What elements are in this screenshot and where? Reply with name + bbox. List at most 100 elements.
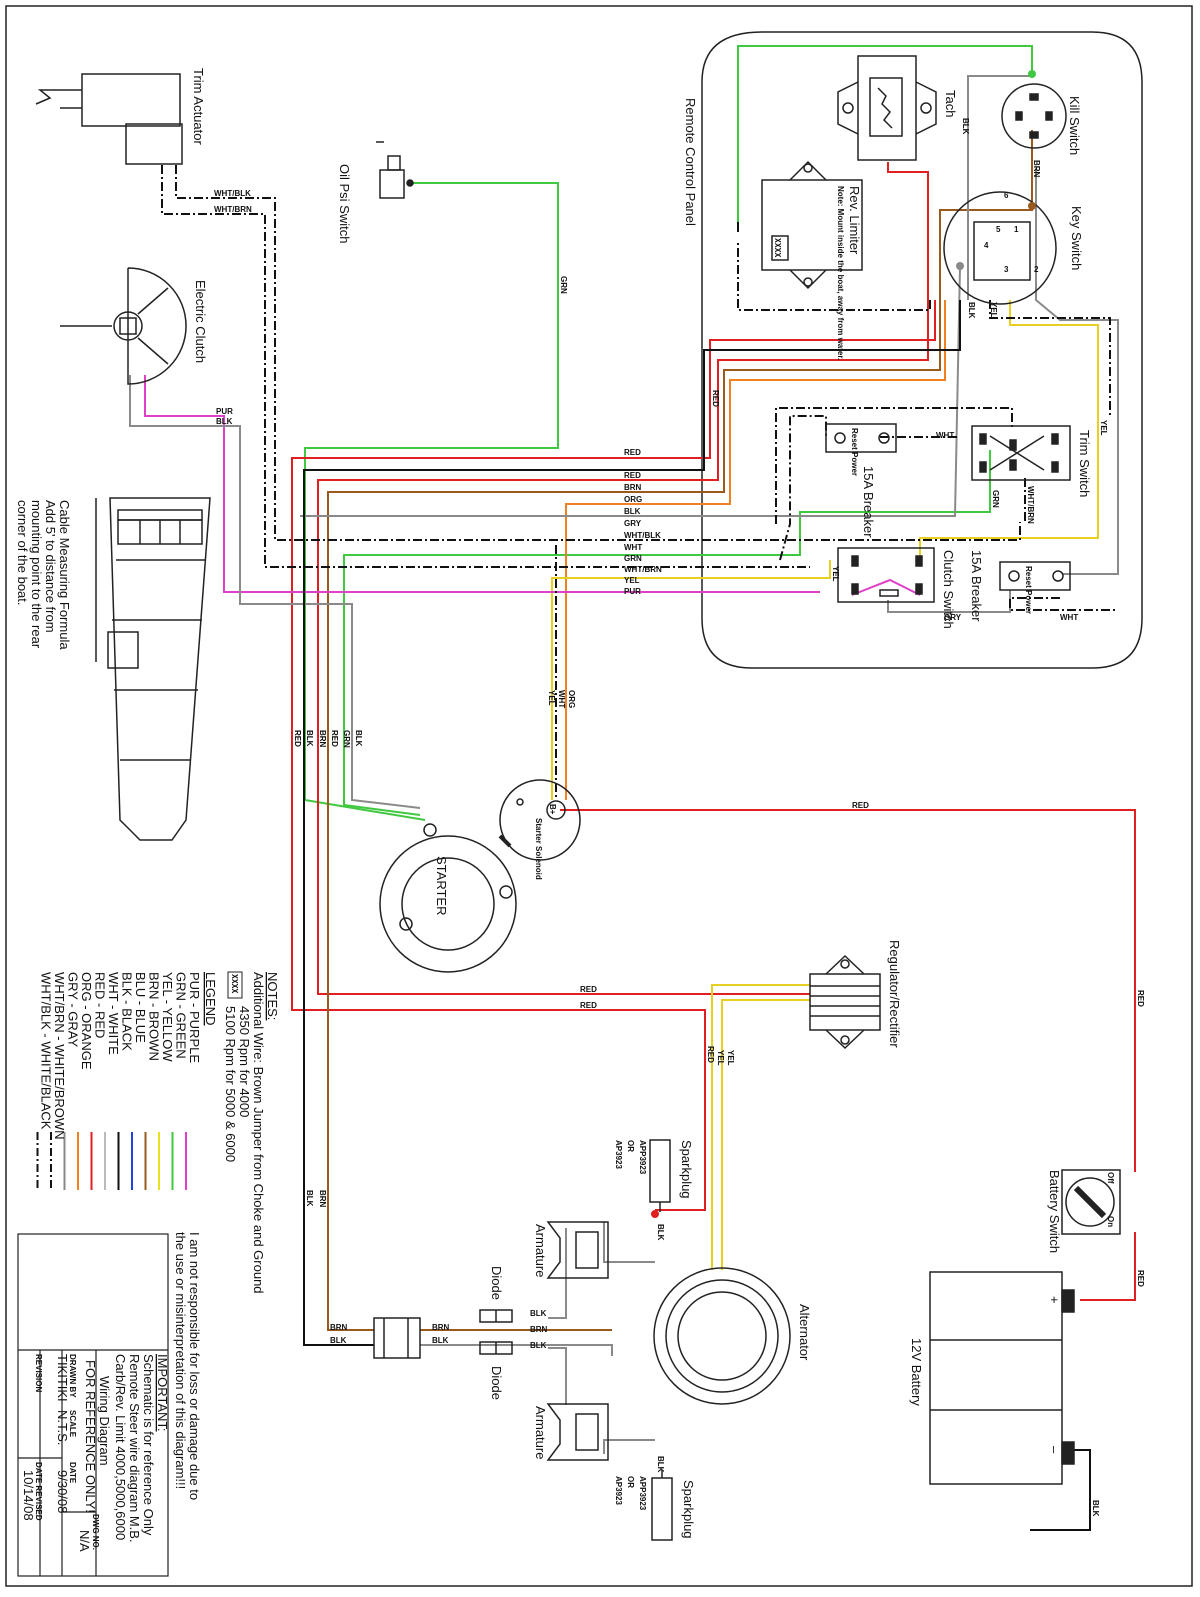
tach bbox=[837, 55, 937, 161]
svg-text:Reset Power: Reset Power bbox=[850, 428, 859, 476]
starter-label: STARTER bbox=[434, 856, 449, 915]
wire-wht-key bbox=[989, 300, 1111, 418]
wire-red-tach bbox=[317, 162, 929, 995]
cable-formula: Cable Measuring Formula Add 5' to distan… bbox=[15, 500, 72, 650]
armature-bottom bbox=[546, 1403, 609, 1461]
wire-yel-key bbox=[919, 300, 1099, 562]
clutch-switch bbox=[837, 547, 935, 603]
svg-text:10/14/08: 10/14/08 bbox=[21, 1470, 36, 1521]
legend-item: YEL - YELLOW bbox=[160, 972, 175, 1062]
remote-panel-label: Remote Control Panel bbox=[683, 98, 698, 226]
svg-text:OR: OR bbox=[626, 1140, 635, 1152]
svg-text:BRN: BRN bbox=[1032, 160, 1041, 178]
kill-switch-label: Kill Switch bbox=[1067, 96, 1082, 155]
svg-text:4350 Rpm for 4000: 4350 Rpm for 4000 bbox=[237, 1006, 252, 1117]
boat-outline bbox=[95, 497, 211, 841]
armature-top bbox=[546, 1221, 609, 1279]
svg-text:WHT: WHT bbox=[936, 431, 954, 440]
wire-red-main bbox=[291, 300, 936, 1211]
svg-text:BLK: BLK bbox=[1091, 1500, 1100, 1517]
svg-text:BRN: BRN bbox=[530, 1325, 548, 1334]
svg-text:WHT: WHT bbox=[624, 543, 642, 552]
svg-text:Additional Wire: Brown Jumper: Additional Wire: Brown Jumper from Choke… bbox=[251, 972, 266, 1294]
svg-text:BLK: BLK bbox=[967, 302, 976, 319]
title-block-text: IMPORTANT: Schematic is for reference On… bbox=[21, 1354, 170, 1552]
legend-item: RED - RED bbox=[93, 972, 108, 1038]
svg-text:WHT/BRN: WHT/BRN bbox=[214, 205, 252, 214]
svg-text:APP3923: APP3923 bbox=[638, 1476, 647, 1511]
wire-gry-d2 bbox=[548, 1347, 567, 1405]
breaker-top bbox=[825, 423, 897, 453]
svg-text:WHT/BLK: WHT/BLK bbox=[214, 189, 251, 198]
svg-text:WHT/BRN: WHT/BRN bbox=[624, 565, 662, 574]
svg-text:2: 2 bbox=[1034, 265, 1039, 274]
svg-text:+: + bbox=[1047, 1296, 1062, 1304]
svg-text:RED: RED bbox=[624, 448, 641, 457]
svg-text:N.T.S.: N.T.S. bbox=[55, 1410, 70, 1445]
svg-text:YEL: YEL bbox=[989, 302, 998, 318]
wire-red-battery bbox=[560, 809, 1136, 1172]
trim-switch bbox=[971, 425, 1071, 481]
svg-text:BLK: BLK bbox=[305, 730, 314, 747]
svg-text:BRN: BRN bbox=[624, 483, 642, 492]
key-switch bbox=[943, 191, 1057, 305]
trim-actuator-label: Trim Actuator bbox=[191, 68, 206, 145]
svg-text:GRN: GRN bbox=[624, 554, 642, 563]
legend-item: BLK - BLACK bbox=[120, 972, 135, 1051]
svg-text:Reset Power: Reset Power bbox=[1024, 566, 1033, 614]
tach-label: Tach bbox=[943, 90, 958, 117]
svg-text:FOR REFERENCE ONLY!: FOR REFERENCE ONLY! bbox=[83, 1360, 98, 1513]
trim-switch-label: Trim Switch bbox=[1077, 430, 1092, 497]
svg-text:Add 5' to distance from: Add 5' to distance from bbox=[43, 500, 58, 633]
svg-text:BRN: BRN bbox=[432, 1323, 450, 1332]
svg-text:YEL: YEL bbox=[1099, 420, 1108, 436]
svg-text:Wiring Diagram: Wiring Diagram bbox=[97, 1376, 112, 1466]
svg-text:TIKITIKI: TIKITIKI bbox=[55, 1354, 70, 1402]
svg-text:REVISION: REVISION bbox=[34, 1354, 43, 1392]
wire-wht-rev bbox=[737, 240, 931, 311]
battery bbox=[929, 1271, 1075, 1485]
svg-text:GRY: GRY bbox=[624, 519, 642, 528]
svg-text:BLK: BLK bbox=[432, 1336, 449, 1345]
wire-grn-oil bbox=[304, 182, 559, 821]
svg-text:WHT/BRN: WHT/BRN bbox=[1026, 486, 1035, 524]
breaker-bottom bbox=[999, 561, 1071, 591]
battery-switch-label: Battery Switch bbox=[1047, 1170, 1062, 1253]
svg-text:WHT: WHT bbox=[1060, 613, 1078, 622]
svg-text:BLK: BLK bbox=[656, 1456, 665, 1473]
svg-text:–: – bbox=[1047, 1446, 1062, 1454]
wire-gry-armature-2 bbox=[603, 1439, 655, 1454]
svg-text:3: 3 bbox=[1004, 265, 1009, 274]
svg-text:Sparkplug: Sparkplug bbox=[679, 1140, 694, 1199]
svg-text:AP3923: AP3923 bbox=[614, 1476, 623, 1505]
svg-text:LEGEND: LEGEND bbox=[203, 972, 218, 1025]
svg-text:YEL: YEL bbox=[716, 1050, 725, 1066]
legend-item: WHT/BRN - WHITE/BROWN bbox=[52, 972, 67, 1140]
wire-yel-solenoid bbox=[551, 560, 831, 800]
title-block bbox=[17, 1233, 169, 1577]
svg-text:SCALE: SCALE bbox=[68, 1410, 77, 1438]
svg-text:RED: RED bbox=[624, 471, 641, 480]
diodes bbox=[373, 1309, 513, 1359]
svg-text:ORG: ORG bbox=[567, 690, 576, 708]
rev-limiter-code: XXXX bbox=[773, 238, 782, 257]
key-pins: 6 1 5 4 3 2 bbox=[984, 191, 1039, 274]
wire-org bbox=[565, 300, 946, 800]
svg-text:WHT: WHT bbox=[557, 690, 566, 708]
clutch-switch-label: Clutch Switch bbox=[941, 550, 956, 629]
svg-text:XXXX: XXXX bbox=[230, 974, 239, 993]
wire-whtbrn bbox=[161, 165, 810, 568]
svg-text:BLK: BLK bbox=[330, 1336, 347, 1345]
svg-text:I am not responsible for loss: I am not responsible for loss or damage … bbox=[187, 1232, 202, 1500]
svg-text:RED: RED bbox=[706, 1046, 715, 1063]
svg-text:RED: RED bbox=[580, 985, 597, 994]
regulator-rectifier bbox=[809, 954, 881, 1050]
svg-text:BLK: BLK bbox=[656, 1224, 665, 1241]
svg-text:1: 1 bbox=[1014, 225, 1019, 234]
svg-text:RED: RED bbox=[711, 390, 720, 407]
svg-text:Carb/Rev. Limit 4000,5000,6000: Carb/Rev. Limit 4000,5000,6000 bbox=[113, 1354, 128, 1540]
svg-text:Sparkplug: Sparkplug bbox=[681, 1480, 696, 1539]
battery-label: 12V Battery bbox=[909, 1338, 924, 1406]
